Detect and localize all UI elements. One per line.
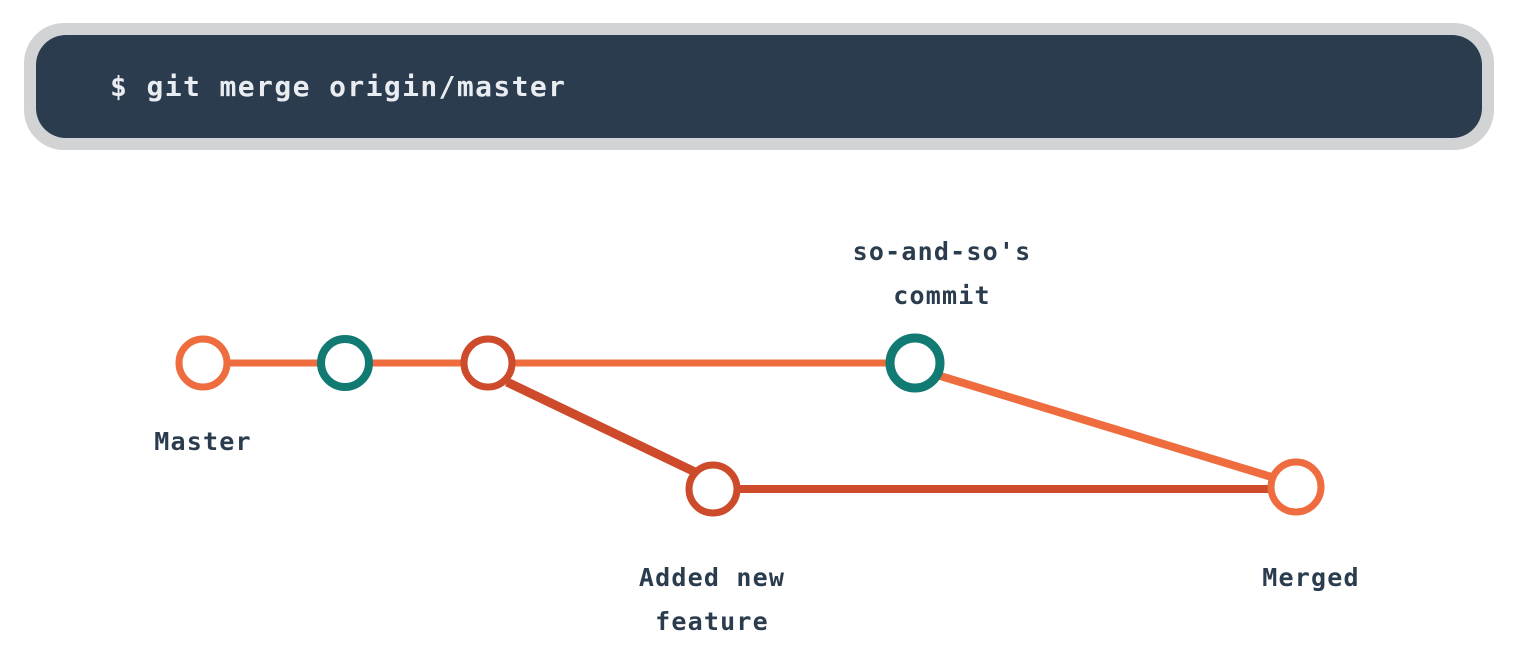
commit-node[interactable]	[175, 335, 231, 391]
label-line: Added new	[639, 563, 785, 592]
commit-node[interactable]	[317, 335, 373, 391]
terminal-command-line: $ git merge origin/master	[110, 70, 567, 103]
label-line: feature	[655, 607, 769, 636]
label-line: Merged	[1262, 563, 1360, 592]
label-line: Master	[154, 427, 252, 456]
label-line: so-and-so's	[853, 237, 1032, 266]
label-line: commit	[893, 281, 991, 310]
terminal-window: $ git merge origin/master	[24, 23, 1494, 150]
terminal-body[interactable]: $ git merge origin/master	[36, 35, 1482, 138]
commit-node[interactable]	[1267, 458, 1325, 516]
graph-edge	[505, 377, 697, 477]
label-so-and-so: so-and-so's commit	[853, 237, 1032, 310]
commit-node[interactable]	[885, 333, 945, 393]
label-added-feature: Added new feature	[639, 563, 785, 636]
commit-node[interactable]	[460, 335, 516, 391]
label-merged: Merged	[1262, 563, 1360, 592]
commit-node[interactable]	[685, 461, 741, 517]
label-master: Master	[154, 427, 252, 456]
graph-edge	[935, 371, 1277, 482]
graph-nodes	[175, 333, 1325, 517]
graph-edges	[227, 359, 1277, 493]
